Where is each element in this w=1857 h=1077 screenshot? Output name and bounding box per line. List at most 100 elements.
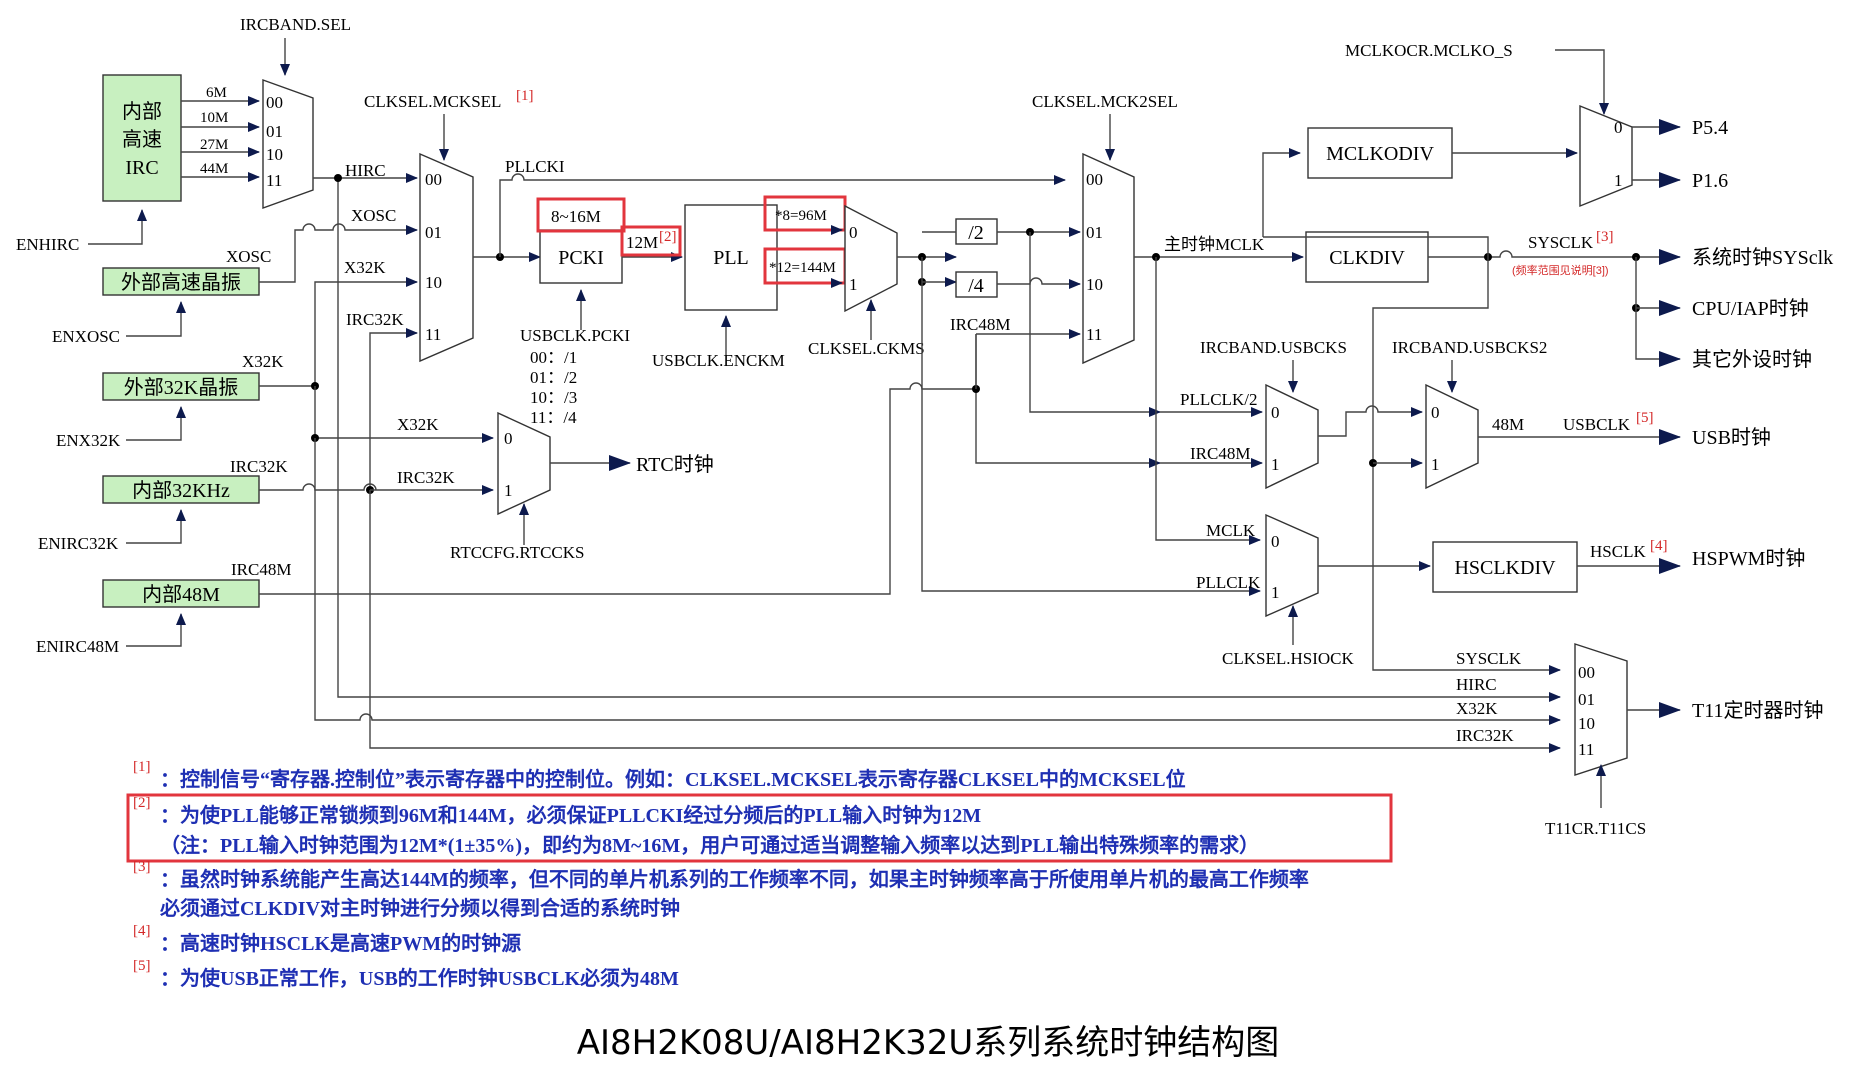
pcki-div-3: 11：/4 [530, 408, 577, 427]
svg-text:11: 11 [425, 325, 441, 344]
svg-text:[4]: [4] [1650, 538, 1668, 554]
svg-text:[4]: [4] [133, 923, 151, 939]
rtccfg-label: RTCCFG.RTCCKS [450, 543, 584, 562]
pcki-div-2: 10：/3 [530, 388, 577, 407]
twelve-label: 12M [626, 233, 658, 252]
range-label: 8~16M [551, 207, 601, 226]
svg-text:0: 0 [1271, 532, 1280, 551]
svg-text:[5]: [5] [1636, 410, 1654, 426]
svg-text:[5]: [5] [133, 958, 151, 974]
mclkodiv-block [1307, 127, 1453, 179]
irc48m-label-usb: IRC48M [1190, 444, 1250, 463]
out-p54: P5.4 [1692, 117, 1728, 139]
sysclk-note: (频率范围见说明[3]) [1512, 263, 1609, 277]
irc-high-line2: 高速 [122, 128, 162, 151]
note-5-text: ：为使USB正常工作，USB的工作时钟USBCLK必须为48M [160, 966, 679, 990]
ircband-usbcks2-label: IRCBAND.USBCKS2 [1392, 338, 1547, 357]
svg-text:1: 1 [1431, 455, 1440, 474]
note-1-text: ：控制信号“寄存器.控制位”表示寄存器中的控制位。例如：CLKSEL.MCKSE… [160, 767, 1186, 791]
svg-text:CLKDIV: CLKDIV [1329, 247, 1405, 269]
mclk-label: 主时钟MCLK [1164, 235, 1265, 254]
notes: [1] ：控制信号“寄存器.控制位”表示寄存器中的控制位。例如：CLKSEL.M… [133, 759, 1309, 990]
x32k-label-src: X32K [242, 352, 284, 371]
irc48m-label-mux: IRC48M [950, 315, 1010, 334]
t11-in-sysclk: SYSCLK [1456, 649, 1522, 668]
out-t11: T11定时器时钟 [1692, 699, 1823, 722]
svg-text:内部32KHz: 内部32KHz [132, 479, 230, 502]
enhirc-label: ENHIRC [16, 235, 79, 254]
freq-27m: 27M [200, 137, 228, 153]
source-ext-hf-xtal: 外部高速晶振 [102, 267, 260, 296]
source-int-32khz: 内部32KHz [102, 475, 260, 504]
svg-text:11: 11 [1086, 325, 1102, 344]
enirc32k-label: ENIRC32K [38, 534, 119, 553]
pllclk-div2-label: PLLCLK/2 [1180, 390, 1257, 409]
svg-text:01: 01 [266, 122, 283, 141]
svg-text:10: 10 [1578, 714, 1595, 733]
enx32k-label: ENX32K [56, 431, 121, 450]
note-4-text: ：高速时钟HSCLK是高速PWM的时钟源 [160, 931, 521, 955]
pcki-block [539, 229, 623, 284]
mux-ckms [844, 204, 898, 313]
mux-mcksel [419, 152, 474, 363]
usbclk-pcki-label: USBCLK.PCKI [520, 326, 630, 345]
svg-text:[2]: [2] [659, 229, 677, 245]
svg-text:00: 00 [266, 93, 283, 112]
irc32k-label-rtc: IRC32K [397, 468, 455, 487]
out-p16: P1.6 [1692, 170, 1728, 192]
hsclkdiv-block [1432, 541, 1578, 593]
xosc-label-mux: XOSC [351, 206, 396, 225]
xosc-label-src: XOSC [226, 247, 271, 266]
freq-10m: 10M [200, 110, 228, 126]
mux-usbcks2 [1425, 383, 1479, 490]
div4-block [955, 271, 998, 298]
svg-text:00: 00 [425, 170, 442, 189]
out-hspwm: HSPWM时钟 [1692, 547, 1805, 570]
freq-44m: 44M [200, 161, 228, 177]
t11-in-x32k: X32K [1456, 699, 1498, 718]
source-irc-high: 内部 高速 IRC [102, 74, 182, 202]
x32k-label-mux: X32K [344, 258, 386, 277]
irc-high-line3: IRC [125, 157, 158, 179]
mck2sel-label: CLKSEL.MCK2SEL [1032, 92, 1178, 111]
svg-text:0: 0 [1271, 403, 1280, 422]
out-rtc: RTC时钟 [636, 453, 714, 476]
highlight-12m [620, 225, 682, 257]
mclkocr-label: MCLKOCR.MCLKO_S [1345, 41, 1513, 60]
ircband-sel-label: IRCBAND.SEL [240, 15, 351, 34]
t11cr-label: T11CR.T11CS [1545, 819, 1646, 838]
svg-text:11: 11 [266, 171, 282, 190]
svg-text:外部高速晶振: 外部高速晶振 [121, 271, 241, 294]
pllcki-label: PLLCKI [505, 157, 565, 176]
freq-6m: 6M [206, 85, 227, 101]
svg-text:内部48M: 内部48M [142, 583, 220, 606]
out-cpu: CPU/IAP时钟 [1692, 297, 1809, 320]
mclk-label-hs: MCLK [1206, 521, 1256, 540]
svg-text:00: 00 [1578, 663, 1595, 682]
svg-text:0: 0 [849, 223, 858, 242]
out-periph: 其它外设时钟 [1692, 348, 1812, 371]
svg-text:01: 01 [425, 223, 442, 242]
svg-text:[1]: [1] [516, 88, 534, 104]
note-3-line2: 必须通过CLKDIV对主时钟进行分频以得到合适的系统时钟 [159, 896, 680, 920]
svg-text:PCKI: PCKI [558, 247, 604, 269]
svg-text:1: 1 [1271, 455, 1280, 474]
x32k-label-rtc: X32K [397, 415, 439, 434]
pll-block [684, 204, 778, 311]
svg-text:1: 1 [1614, 171, 1623, 190]
sysclk-label: SYSCLK [1528, 233, 1594, 252]
irc48m-label-src: IRC48M [231, 560, 291, 579]
svg-text:10: 10 [425, 273, 442, 292]
mux-mck2sel [1082, 152, 1135, 365]
source-int-48m: 内部48M [102, 579, 260, 608]
svg-text:1: 1 [849, 275, 858, 294]
hsclk-label: HSCLK [1590, 542, 1646, 561]
note-2-highlight [126, 793, 1393, 863]
mux-usbcks [1265, 383, 1319, 490]
t11-in-hirc: HIRC [1456, 675, 1497, 694]
clksel-hsiock-label: CLKSEL.HSIOCK [1222, 649, 1354, 668]
irc32k-label-mux: IRC32K [346, 310, 404, 329]
diagram-caption: AI8H2K08U/AI8H2K32U系列系统时钟结构图 [577, 1023, 1280, 1063]
mux-mclko [1579, 104, 1633, 208]
pcki-div-0: 00：/1 [530, 348, 577, 367]
